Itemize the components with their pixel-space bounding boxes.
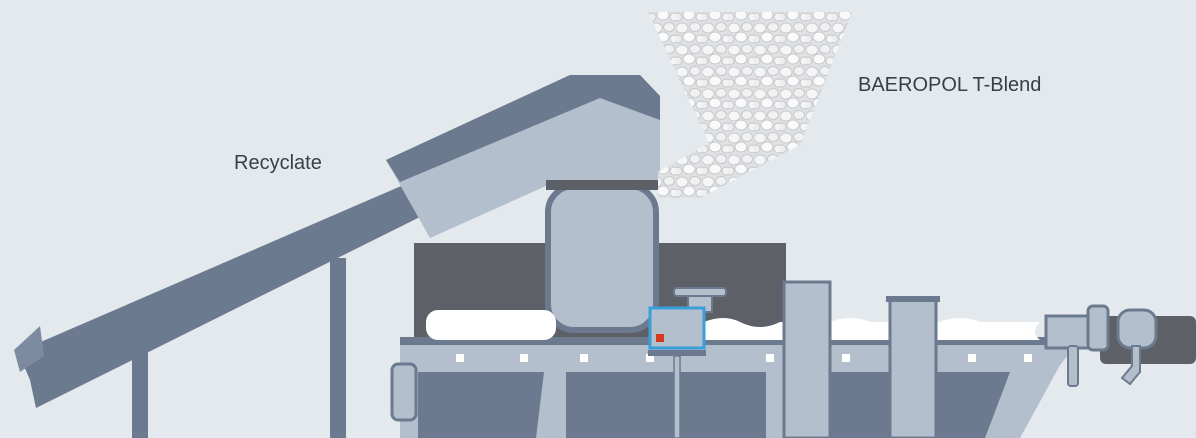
die-head-clamp xyxy=(1088,306,1108,350)
heater-column-1 xyxy=(784,282,830,438)
pellet-hopper xyxy=(648,12,852,145)
feed-chute xyxy=(548,186,656,330)
conveyor-leg-right xyxy=(330,258,346,438)
pellet-stream xyxy=(658,145,800,198)
extruder-window-2 xyxy=(566,372,766,438)
die-head-nozzle xyxy=(1118,310,1156,348)
barrel-melt-left xyxy=(426,310,556,340)
recyclate-conveyor xyxy=(18,180,430,408)
t-blend-label: BAEROPOL T-Blend xyxy=(858,74,1041,97)
heater-column-2 xyxy=(890,298,936,438)
top-valve-cap xyxy=(674,288,726,296)
monitor-pole xyxy=(674,356,680,438)
die-head-flange xyxy=(1046,316,1092,348)
monitor-stand xyxy=(648,350,706,356)
recyclate-label: Recyclate xyxy=(234,152,322,175)
extruder-end-cap xyxy=(392,364,416,420)
monitor-led xyxy=(656,334,664,342)
conveyor-leg-left xyxy=(132,352,148,438)
die-support-leg xyxy=(1068,346,1078,386)
chute-band xyxy=(546,180,658,190)
extruder-window-1 xyxy=(418,372,544,438)
